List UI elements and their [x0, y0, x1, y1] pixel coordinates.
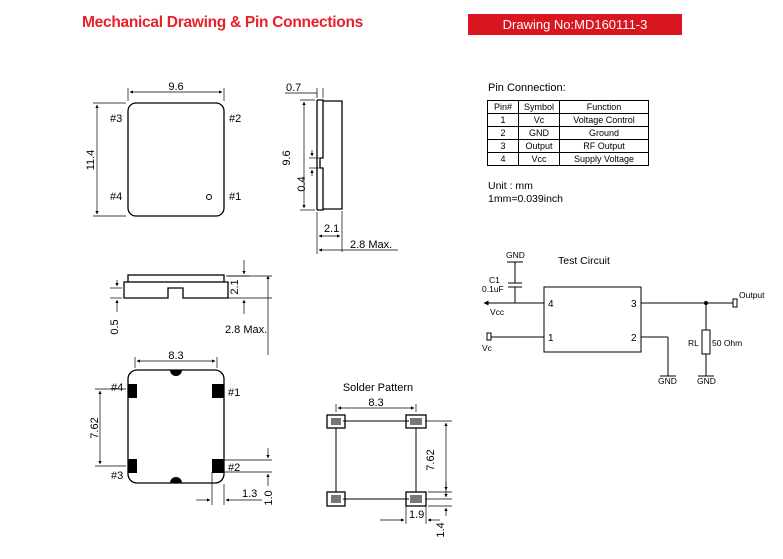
- rl-value: 50 Ohm: [712, 338, 742, 348]
- test-circuit: [483, 261, 738, 377]
- pin-label: #2: [229, 113, 241, 125]
- table-row: 2 GND Ground: [487, 126, 649, 140]
- vc-label: Vc: [482, 343, 493, 353]
- rl-label: RL: [688, 338, 699, 348]
- page-title: Mechanical Drawing & Pin Connections: [82, 14, 364, 31]
- gnd-label: GND: [658, 376, 677, 386]
- dim-label: 2.8 Max.: [350, 239, 392, 251]
- vcc-label: Vcc: [490, 307, 505, 317]
- front-view: [110, 260, 272, 355]
- pin-connection-table: Pin# Symbol Function 1 Vc Voltage Contro…: [487, 100, 649, 166]
- top-view: [93, 88, 225, 217]
- dim-label: 1.3: [242, 488, 257, 500]
- side-view: [285, 88, 398, 254]
- bottom-notch: [170, 477, 182, 483]
- dim-label: 1.0: [263, 490, 275, 505]
- drawing-number-badge: Drawing No:MD160111-3: [468, 14, 682, 35]
- bottom-view: [95, 357, 272, 505]
- unit-conversion-line: 1mm=0.039inch: [488, 193, 564, 205]
- dim-label: 2.1: [324, 223, 339, 235]
- pin1-marker-dot: [206, 194, 212, 200]
- dim-label: 2.8 Max.: [225, 324, 267, 336]
- solder-pads: [326, 414, 427, 507]
- pin-label: #4: [111, 382, 123, 394]
- solder-pad-tr: [405, 414, 427, 429]
- pin-label: #3: [111, 470, 123, 482]
- dim-label: 9.6: [168, 81, 183, 93]
- solder-pattern-title: Solder Pattern: [343, 382, 413, 394]
- solder-pad-bl: [326, 491, 346, 507]
- dim-label: 1.4: [435, 522, 447, 537]
- dim-label: 2.1: [229, 279, 241, 294]
- dim-label: 0.5: [109, 319, 121, 334]
- dim-label: 7.62: [89, 417, 101, 438]
- dim-label: 1.9: [409, 509, 424, 521]
- solder-pad-tl: [326, 414, 346, 429]
- dim-label: 8.3: [368, 397, 383, 409]
- dim-label: 7.62: [425, 449, 437, 470]
- pin-number: 2: [631, 333, 637, 344]
- pad-2: [212, 459, 224, 473]
- pin-label: #2: [228, 462, 240, 474]
- output-label: Output: [739, 290, 765, 300]
- dim-label: 0.4: [296, 176, 308, 191]
- units-note: Unit : mm 1mm=0.039inch: [488, 180, 563, 206]
- pin-number: 1: [548, 333, 554, 344]
- table-row: 4 Vcc Supply Voltage: [487, 152, 649, 166]
- pad-4: [128, 384, 137, 398]
- pin-number: 4: [548, 299, 554, 310]
- solder-pad-br: [405, 491, 427, 507]
- load-resistor: [701, 329, 711, 355]
- bottom-view-pads: [128, 370, 224, 483]
- pin-label: #3: [110, 113, 122, 125]
- oscillator-block: [543, 286, 642, 353]
- c1-value: 0.1uF: [482, 284, 504, 294]
- pin-label: #1: [229, 191, 241, 203]
- top-view-body: [127, 102, 225, 217]
- dim-label: 9.6: [281, 150, 293, 165]
- table-cell: Supply Voltage: [559, 152, 649, 166]
- solder-pattern: [335, 404, 452, 524]
- table-header-row: Pin# Symbol Function: [487, 100, 649, 114]
- pad-3: [128, 459, 137, 473]
- pin-label: #4: [110, 191, 122, 203]
- pin-label: #1: [228, 387, 240, 399]
- test-circuit-title: Test Circuit: [558, 255, 610, 267]
- table-cell: 4: [487, 152, 519, 166]
- pin-number: 3: [631, 299, 637, 310]
- gnd-label: GND: [697, 376, 716, 386]
- c1-label: C1: [489, 275, 500, 285]
- unit-line: Unit : mm: [488, 180, 533, 192]
- top-notch: [170, 370, 182, 376]
- pad-1: [212, 384, 224, 398]
- dim-label: 0.7: [286, 82, 301, 94]
- pin-connection-title: Pin Connection:: [488, 82, 566, 94]
- dim-label: 8.3: [168, 350, 183, 362]
- dim-label: 11.4: [85, 150, 97, 171]
- gnd-label: GND: [506, 250, 525, 260]
